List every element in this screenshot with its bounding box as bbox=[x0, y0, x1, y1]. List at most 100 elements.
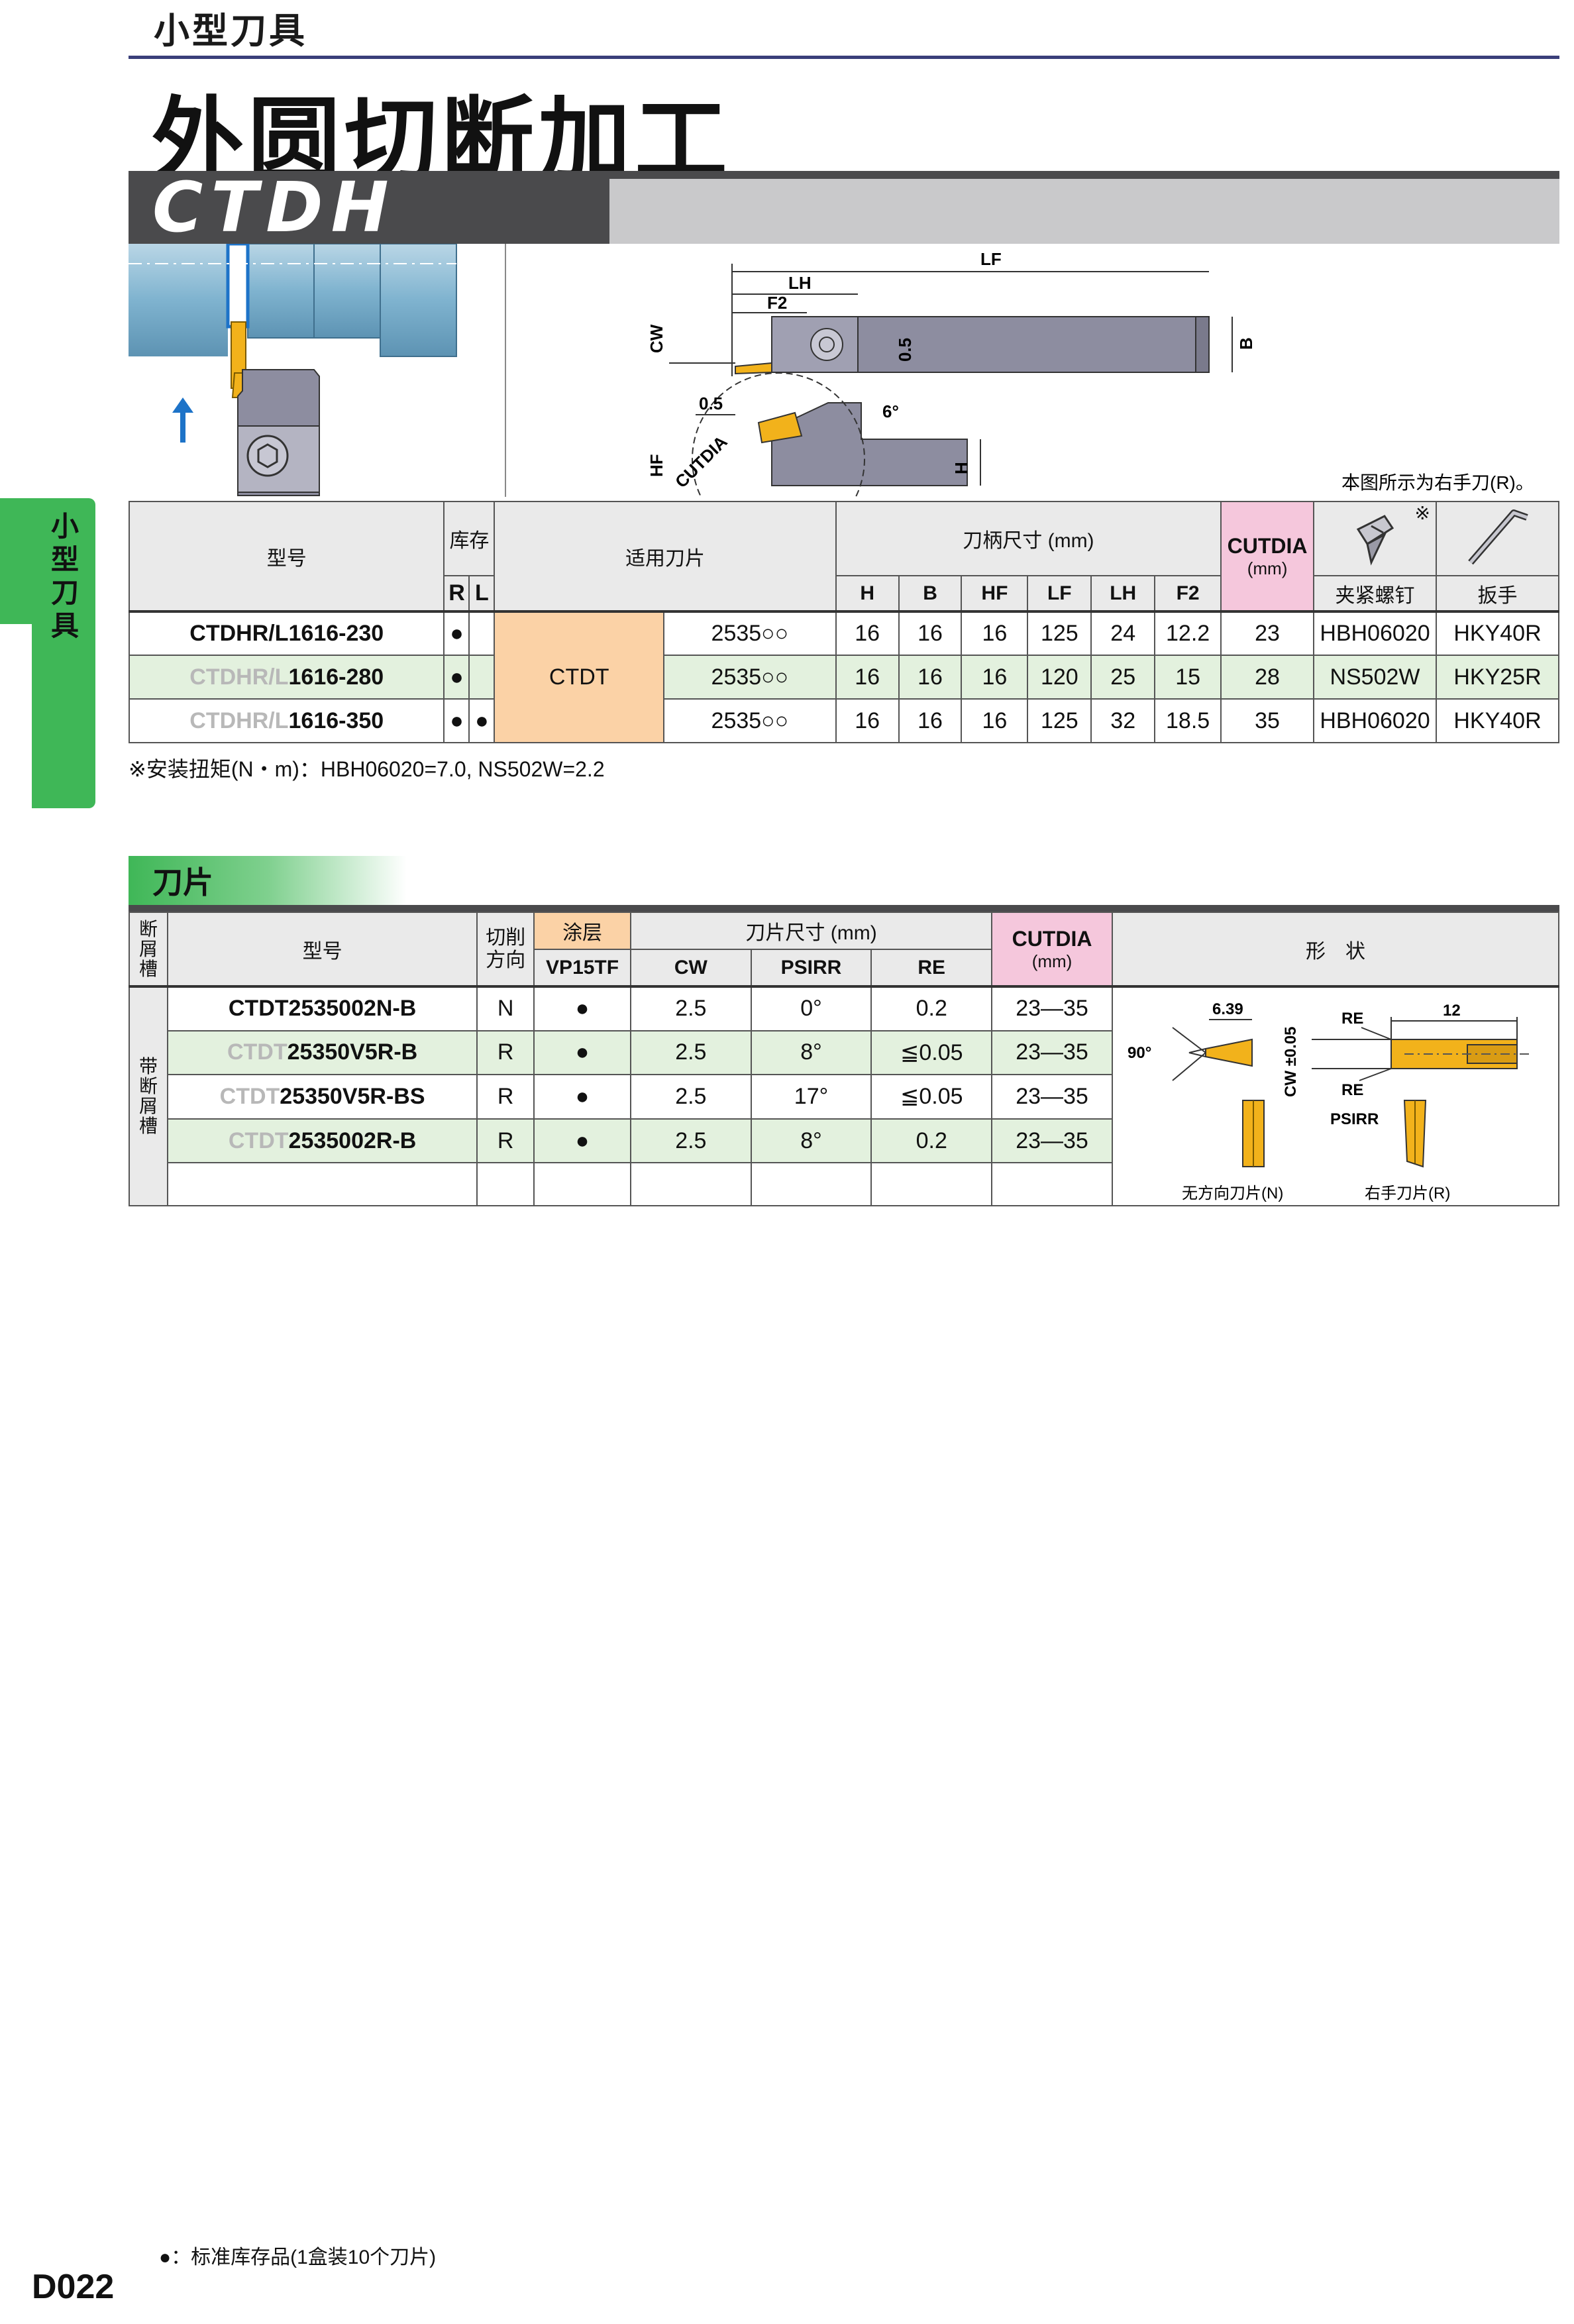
chipbreaker-type: 带断屑槽 bbox=[129, 985, 168, 1206]
dim-lf: 125 bbox=[1027, 698, 1092, 743]
cw: 2.5 bbox=[630, 1074, 752, 1120]
insert-code: 2535○○ bbox=[663, 610, 837, 656]
insert-cutdia-label: CUTDIA bbox=[1012, 926, 1092, 951]
dim-h: 16 bbox=[835, 610, 900, 656]
col-lh: LH bbox=[1090, 575, 1156, 612]
model-band-dark bbox=[129, 171, 609, 244]
col-wrench: 扳手 bbox=[1435, 575, 1560, 612]
col-shape: 形 状 bbox=[1111, 912, 1560, 987]
cw: 2.5 bbox=[630, 1118, 752, 1164]
insert-suffix: 25350V5R-BS bbox=[280, 1083, 425, 1109]
header-rule bbox=[129, 56, 1559, 59]
workpiece-section-4 bbox=[380, 244, 457, 357]
insert-prefix: CTDT bbox=[228, 996, 289, 1022]
dim-b: 16 bbox=[898, 610, 963, 656]
torque-note: ※安装扭矩(N・m)：HBH06020=7.0, NS502W=2.2 bbox=[129, 757, 605, 781]
cutdia-value: 35 bbox=[1220, 698, 1315, 743]
col-insert-dims: 刀片尺寸 (mm) bbox=[630, 912, 993, 950]
insert-prefix: CTDT bbox=[228, 1128, 289, 1153]
workpiece-section-1 bbox=[129, 244, 228, 356]
label-psirr: PSIRR bbox=[1330, 1110, 1379, 1128]
holder-end bbox=[1195, 316, 1210, 373]
label-hf: HF bbox=[647, 454, 666, 477]
insert-family: CTDT bbox=[494, 610, 665, 743]
feed-arrow-icon bbox=[172, 397, 193, 443]
dim-hf: 16 bbox=[961, 655, 1029, 700]
dim-b: 16 bbox=[898, 698, 963, 743]
dim-h: 16 bbox=[835, 655, 900, 700]
holder-model: CTDHR/L1616-230 bbox=[128, 610, 445, 656]
dim-lh: 24 bbox=[1090, 610, 1156, 656]
insert-shape-drawing: 90° 6.39 无方向刀片(N) CW ±0.05 12 RE RE bbox=[1128, 1000, 1530, 1202]
label-lf: LF bbox=[980, 249, 1002, 269]
leader-re-bottom bbox=[1359, 1068, 1392, 1081]
psirr: 8° bbox=[750, 1030, 872, 1076]
label-90: 90° bbox=[1128, 1044, 1151, 1062]
insert-prefix: CTDT bbox=[219, 1083, 280, 1109]
empty-cell bbox=[533, 1162, 632, 1206]
insert-n-point bbox=[1188, 1048, 1206, 1057]
dim-f2: 12.2 bbox=[1154, 610, 1222, 656]
col-f2: F2 bbox=[1154, 575, 1222, 612]
insert-code: 2535○○ bbox=[663, 655, 837, 700]
label-12: 12 bbox=[1443, 1002, 1461, 1020]
model-suffix: 1616-350 bbox=[288, 708, 384, 733]
dim-lf: 120 bbox=[1027, 655, 1092, 700]
col-re: RE bbox=[870, 949, 993, 987]
stock: ● bbox=[533, 1030, 632, 1076]
stock-r: ● bbox=[443, 610, 470, 656]
model-name: CTDH bbox=[152, 167, 397, 248]
col-insert-model: 型号 bbox=[166, 912, 478, 987]
label-f2: F2 bbox=[767, 293, 787, 313]
label-cw: CW bbox=[647, 324, 666, 353]
dim-b: 16 bbox=[898, 655, 963, 700]
clamp-screw bbox=[246, 435, 289, 477]
shape-cell: 90° 6.39 无方向刀片(N) CW ±0.05 12 RE RE bbox=[1111, 985, 1560, 1206]
insert-n-top bbox=[1204, 1038, 1253, 1067]
direction: R bbox=[476, 1118, 535, 1164]
side-tab[interactable] bbox=[32, 498, 95, 808]
label-re-bottom: RE bbox=[1341, 1081, 1363, 1099]
model-suffix: 1616-280 bbox=[288, 664, 384, 690]
col-lf: LF bbox=[1027, 575, 1092, 612]
col-chipbreaker: 断屑槽 bbox=[129, 912, 168, 987]
holder-table: 型号 库存 适用刀片 刀柄尺寸 (mm) CUTDIA (mm) ※ R L H… bbox=[128, 501, 1560, 743]
insert-model: CTDT2535002N-B bbox=[166, 985, 478, 1031]
cutdia-label: CUTDIA bbox=[1227, 533, 1308, 558]
model-band-top-rule bbox=[609, 171, 1559, 179]
psirr: 8° bbox=[750, 1118, 872, 1164]
dim-hf: 16 bbox=[961, 610, 1029, 656]
col-insert-cutdia: CUTDIA (mm) bbox=[991, 912, 1113, 987]
stock: ● bbox=[533, 1074, 632, 1120]
empty-cell bbox=[476, 1162, 535, 1206]
screw-value: HBH06020 bbox=[1313, 610, 1437, 656]
empty-cell bbox=[991, 1162, 1113, 1206]
cutdia: 23—35 bbox=[991, 1030, 1113, 1076]
col-stock-r: R bbox=[443, 575, 470, 612]
caption-n: 无方向刀片(N) bbox=[1182, 1185, 1283, 1202]
label-639: 6.39 bbox=[1212, 1000, 1243, 1018]
figure-divider bbox=[505, 244, 506, 497]
cutdia: 23—35 bbox=[991, 985, 1113, 1031]
col-model: 型号 bbox=[128, 501, 445, 612]
re: 0.2 bbox=[870, 1118, 993, 1164]
col-psirr: PSIRR bbox=[750, 949, 872, 987]
col-stock-l: L bbox=[468, 575, 496, 612]
screw-top-view bbox=[810, 328, 843, 361]
dim-f2: 15 bbox=[1154, 655, 1222, 700]
holder-model: CTDHR/L1616-280 bbox=[128, 655, 445, 700]
wrench-value: HKY40R bbox=[1435, 610, 1560, 656]
label-05-horizontal: 0.5 bbox=[699, 394, 723, 413]
application-illustration bbox=[129, 244, 457, 496]
hex-socket-icon bbox=[257, 443, 278, 468]
table-row: CTDT25350V5R-B R ● 2.5 8° ≦0.05 23—35 bbox=[129, 1030, 1559, 1076]
insert-model: CTDT25350V5R-BS bbox=[166, 1074, 478, 1120]
side-tab-label: 小型刀具 bbox=[50, 511, 79, 641]
re: 0.2 bbox=[870, 985, 993, 1031]
insert-code: 2535○○ bbox=[663, 698, 837, 743]
wrench-value: HKY40R bbox=[1435, 698, 1560, 743]
stock-legend: ●：标准库存品(1盒装10个刀片) bbox=[159, 2246, 437, 2268]
dim-hf: 16 bbox=[961, 698, 1029, 743]
insert-model: CTDT25350V5R-B bbox=[166, 1030, 478, 1076]
screw-value: HBH06020 bbox=[1313, 698, 1437, 743]
